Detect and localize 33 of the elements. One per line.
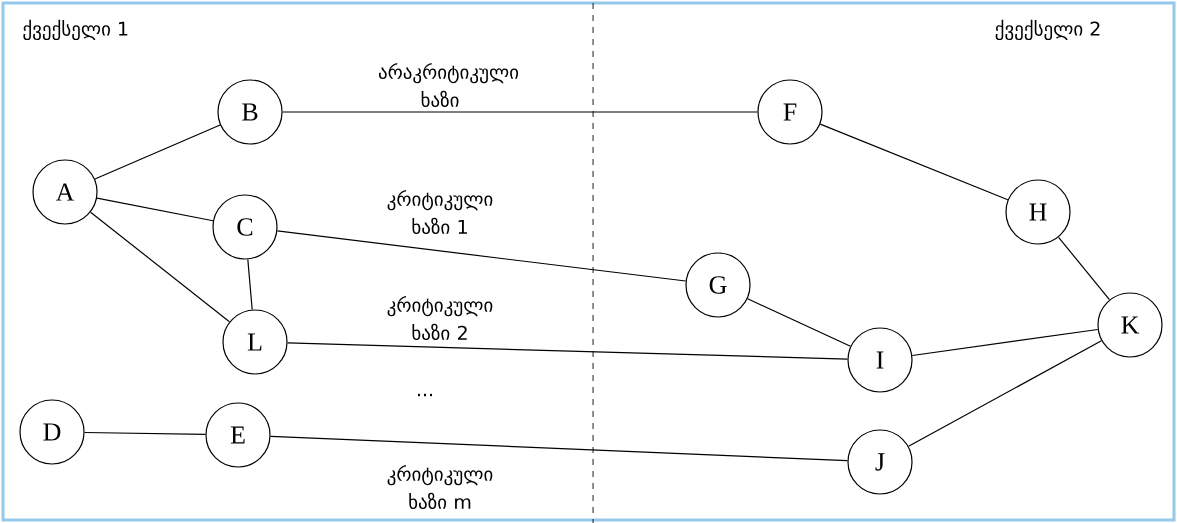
connection-line <box>819 123 1009 201</box>
connection-line <box>908 340 1102 447</box>
network-node: G <box>685 252 751 318</box>
network-node: A <box>32 159 98 225</box>
line-label: კრიტიკული ხაზი m <box>387 464 493 510</box>
connection-line <box>94 124 221 180</box>
network-node: I <box>847 327 913 393</box>
network-node: B <box>217 79 283 145</box>
network-node: E <box>205 402 271 468</box>
connection-line <box>84 431 206 436</box>
subnetwork-label: ქვექსელი 1 <box>23 19 128 41</box>
connection-line <box>90 211 231 323</box>
ellipsis: ... <box>418 393 432 397</box>
network-node: H <box>1005 179 1071 245</box>
connection-line <box>269 435 849 462</box>
connection-line <box>911 328 1099 357</box>
connection-line <box>276 230 687 282</box>
network-node: J <box>847 429 913 495</box>
line-label: კრიტიკული ხაზი 1 <box>387 189 493 235</box>
network-node: F <box>757 79 823 145</box>
network-node: C <box>212 194 278 260</box>
line-label: არაკრიტიკული ხაზი <box>378 62 519 108</box>
line-label: კრიტიკული ხაზი 2 <box>387 295 493 341</box>
network-node: D <box>19 399 85 465</box>
connection-line <box>96 197 214 222</box>
connection-line <box>747 298 851 347</box>
connection-line <box>287 342 848 360</box>
connection-line <box>247 258 253 311</box>
subnetwork-label: ქვექსელი 2 <box>995 19 1100 41</box>
connection-line <box>1058 236 1111 301</box>
network-node: L <box>222 309 288 375</box>
connection-line <box>282 111 758 113</box>
network-node: K <box>1097 292 1163 358</box>
